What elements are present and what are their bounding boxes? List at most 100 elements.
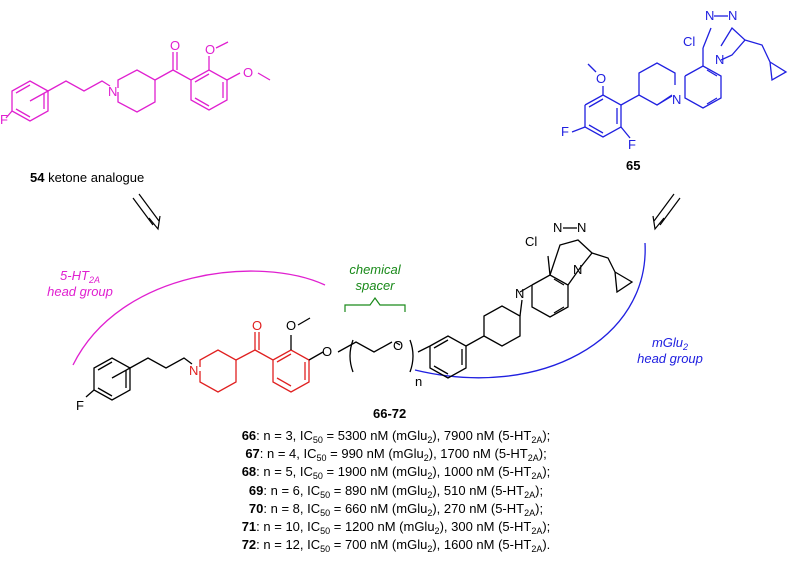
result-ht-subscript: 2A [531, 435, 543, 445]
result-compound-number: 70 [248, 500, 264, 516]
result-mglu-value: = 1900 nM (mGlu [322, 464, 428, 480]
target-core [199, 332, 310, 393]
result-n-value: : n = 6, IC [263, 482, 321, 498]
result-ht-value: ), 1700 nM (5-HT [428, 446, 528, 462]
atom-n3-65: N [715, 52, 724, 67]
result-row: 69: n = 6, IC50 = 890 nM (mGlu2), 510 nM… [0, 482, 792, 500]
target-peg-chain [337, 339, 431, 373]
result-ht-subscript: 2A [524, 507, 536, 518]
result-ht-subscript: 2A [531, 526, 543, 536]
result-ic-subscript: 50 [320, 544, 331, 555]
result-mglu-subscript: 2 [427, 507, 433, 518]
atom-f2-65: F [628, 137, 636, 152]
result-n-value: : n = 3, IC [256, 428, 313, 443]
result-row: 67: n = 4, IC50 = 990 nM (mGlu2), 1700 n… [0, 445, 792, 464]
result-end: ); [535, 482, 544, 498]
result-compound-number: 72 [241, 537, 257, 553]
result-mglu-subscript: 2 [427, 489, 433, 500]
compound-54-label: 54 ketone analogue [30, 170, 144, 186]
result-mglu-value: = 990 nM (mGlu [326, 446, 424, 462]
atom-o-ome1-54: O [205, 42, 215, 57]
result-ht-subscript: 2A [524, 489, 536, 500]
mglu2-head-group-label: mGlu2 head group [637, 335, 703, 366]
atom-cl-65: Cl [683, 34, 695, 49]
atom-n-pip-65: N [672, 92, 681, 107]
result-mglu-value: = 700 nM (mGlu [330, 537, 428, 553]
atom-n-pip-target: N [515, 286, 524, 301]
result-n-value: : n = 5, IC [256, 464, 313, 480]
result-mglu-subscript: 2 [427, 544, 433, 555]
result-compound-number: 67 [245, 446, 260, 462]
result-mglu-value: = 660 nM (mGlu [330, 500, 428, 516]
atom-n-54: N [108, 84, 117, 99]
retro-arrow-right [652, 193, 681, 231]
result-compound-number: 71 [241, 519, 257, 534]
compound-65-structure [571, 15, 788, 139]
result-ic-subscript: 50 [312, 471, 323, 482]
result-end: ); [538, 446, 547, 462]
result-end: ); [542, 519, 551, 534]
n-repeat-label: n [415, 374, 422, 389]
atom-n2-target: N [577, 220, 586, 235]
result-ht-value: ), 1600 nM (5-HT [432, 537, 532, 553]
ht2a-head-group-arc [72, 270, 326, 366]
atom-n2-65: N [728, 8, 737, 23]
result-ht-subscript: 2A [531, 471, 543, 482]
spacer-label: chemical spacer [349, 262, 401, 293]
atom-n3-target: N [573, 262, 582, 277]
result-ic-subscript: 50 [320, 507, 331, 518]
result-ht-subscript: 2A [531, 544, 543, 555]
retro-arrow-left [132, 193, 161, 231]
result-mglu-subscript: 2 [427, 471, 433, 482]
result-ht-subscript: 2A [527, 453, 539, 464]
result-n-value: : n = 8, IC [263, 500, 321, 516]
result-ic-subscript: 50 [320, 526, 331, 536]
result-ic-subscript: 50 [316, 453, 327, 464]
result-n-value: : n = 10, IC [256, 519, 321, 534]
atom-o-ketone-target: O [252, 318, 262, 333]
result-mglu-subscript: 2 [434, 526, 440, 536]
result-mglu-subscript: 2 [423, 453, 429, 464]
atom-n-target-core: N [189, 363, 198, 378]
result-mglu-subscript: 2 [427, 435, 433, 445]
atom-o-ketone-54: O [170, 38, 180, 53]
result-end: ); [542, 464, 551, 480]
compound-65-number: 65 [626, 158, 641, 173]
result-compound-number: 66 [241, 428, 257, 443]
result-compound-number: 68 [241, 464, 257, 480]
result-ic-subscript: 50 [320, 489, 331, 500]
compound-54-structure [5, 41, 271, 122]
result-n-value: : n = 4, IC [259, 446, 317, 462]
atom-n1-target: N [553, 220, 562, 235]
result-compound-number: 69 [248, 482, 264, 498]
atom-o-ome2-54: O [243, 65, 253, 80]
result-end: ); [542, 428, 551, 443]
result-ic-subscript: 50 [312, 435, 323, 445]
result-end: ); [535, 500, 544, 516]
result-ht-value: ), 300 nM (5-HT [439, 519, 532, 534]
result-mglu-value: = 5300 nM (mGlu [322, 428, 428, 443]
result-row: 66: n = 3, IC50 = 5300 nM (mGlu2), 7900 … [0, 427, 792, 445]
atom-o-link1-target: O [322, 344, 332, 359]
atom-f-54: F [0, 112, 8, 127]
compound-65-label: 65 [626, 158, 640, 174]
result-row: 72: n = 12, IC50 = 700 nM (mGlu2), 1600 … [0, 536, 792, 555]
target-methoxy [290, 317, 324, 361]
target-compound-number: 66-72 [373, 406, 407, 421]
result-ht-value: ), 1000 nM (5-HT [432, 464, 532, 480]
result-ht-value: ), 270 nM (5-HT [432, 500, 525, 516]
result-mglu-value: = 1200 nM (mGlu [330, 519, 435, 534]
compound-54-number: 54 [30, 170, 45, 185]
target-compound-label: 66-72 [373, 406, 406, 422]
compound-54-caption: ketone analogue [48, 170, 145, 185]
ht2a-head-group-label: 5-HT2A head group [47, 268, 113, 299]
atom-f1-65: F [561, 124, 569, 139]
mglu2-head-group-arc [414, 242, 646, 379]
spacer-brace [344, 296, 406, 312]
atom-f-target: F [76, 398, 84, 413]
result-n-value: : n = 12, IC [256, 537, 321, 553]
result-ht-value: ), 7900 nM (5-HT [432, 428, 532, 443]
atom-cl-target: Cl [525, 234, 537, 249]
target-fluorophenyl [85, 357, 193, 401]
